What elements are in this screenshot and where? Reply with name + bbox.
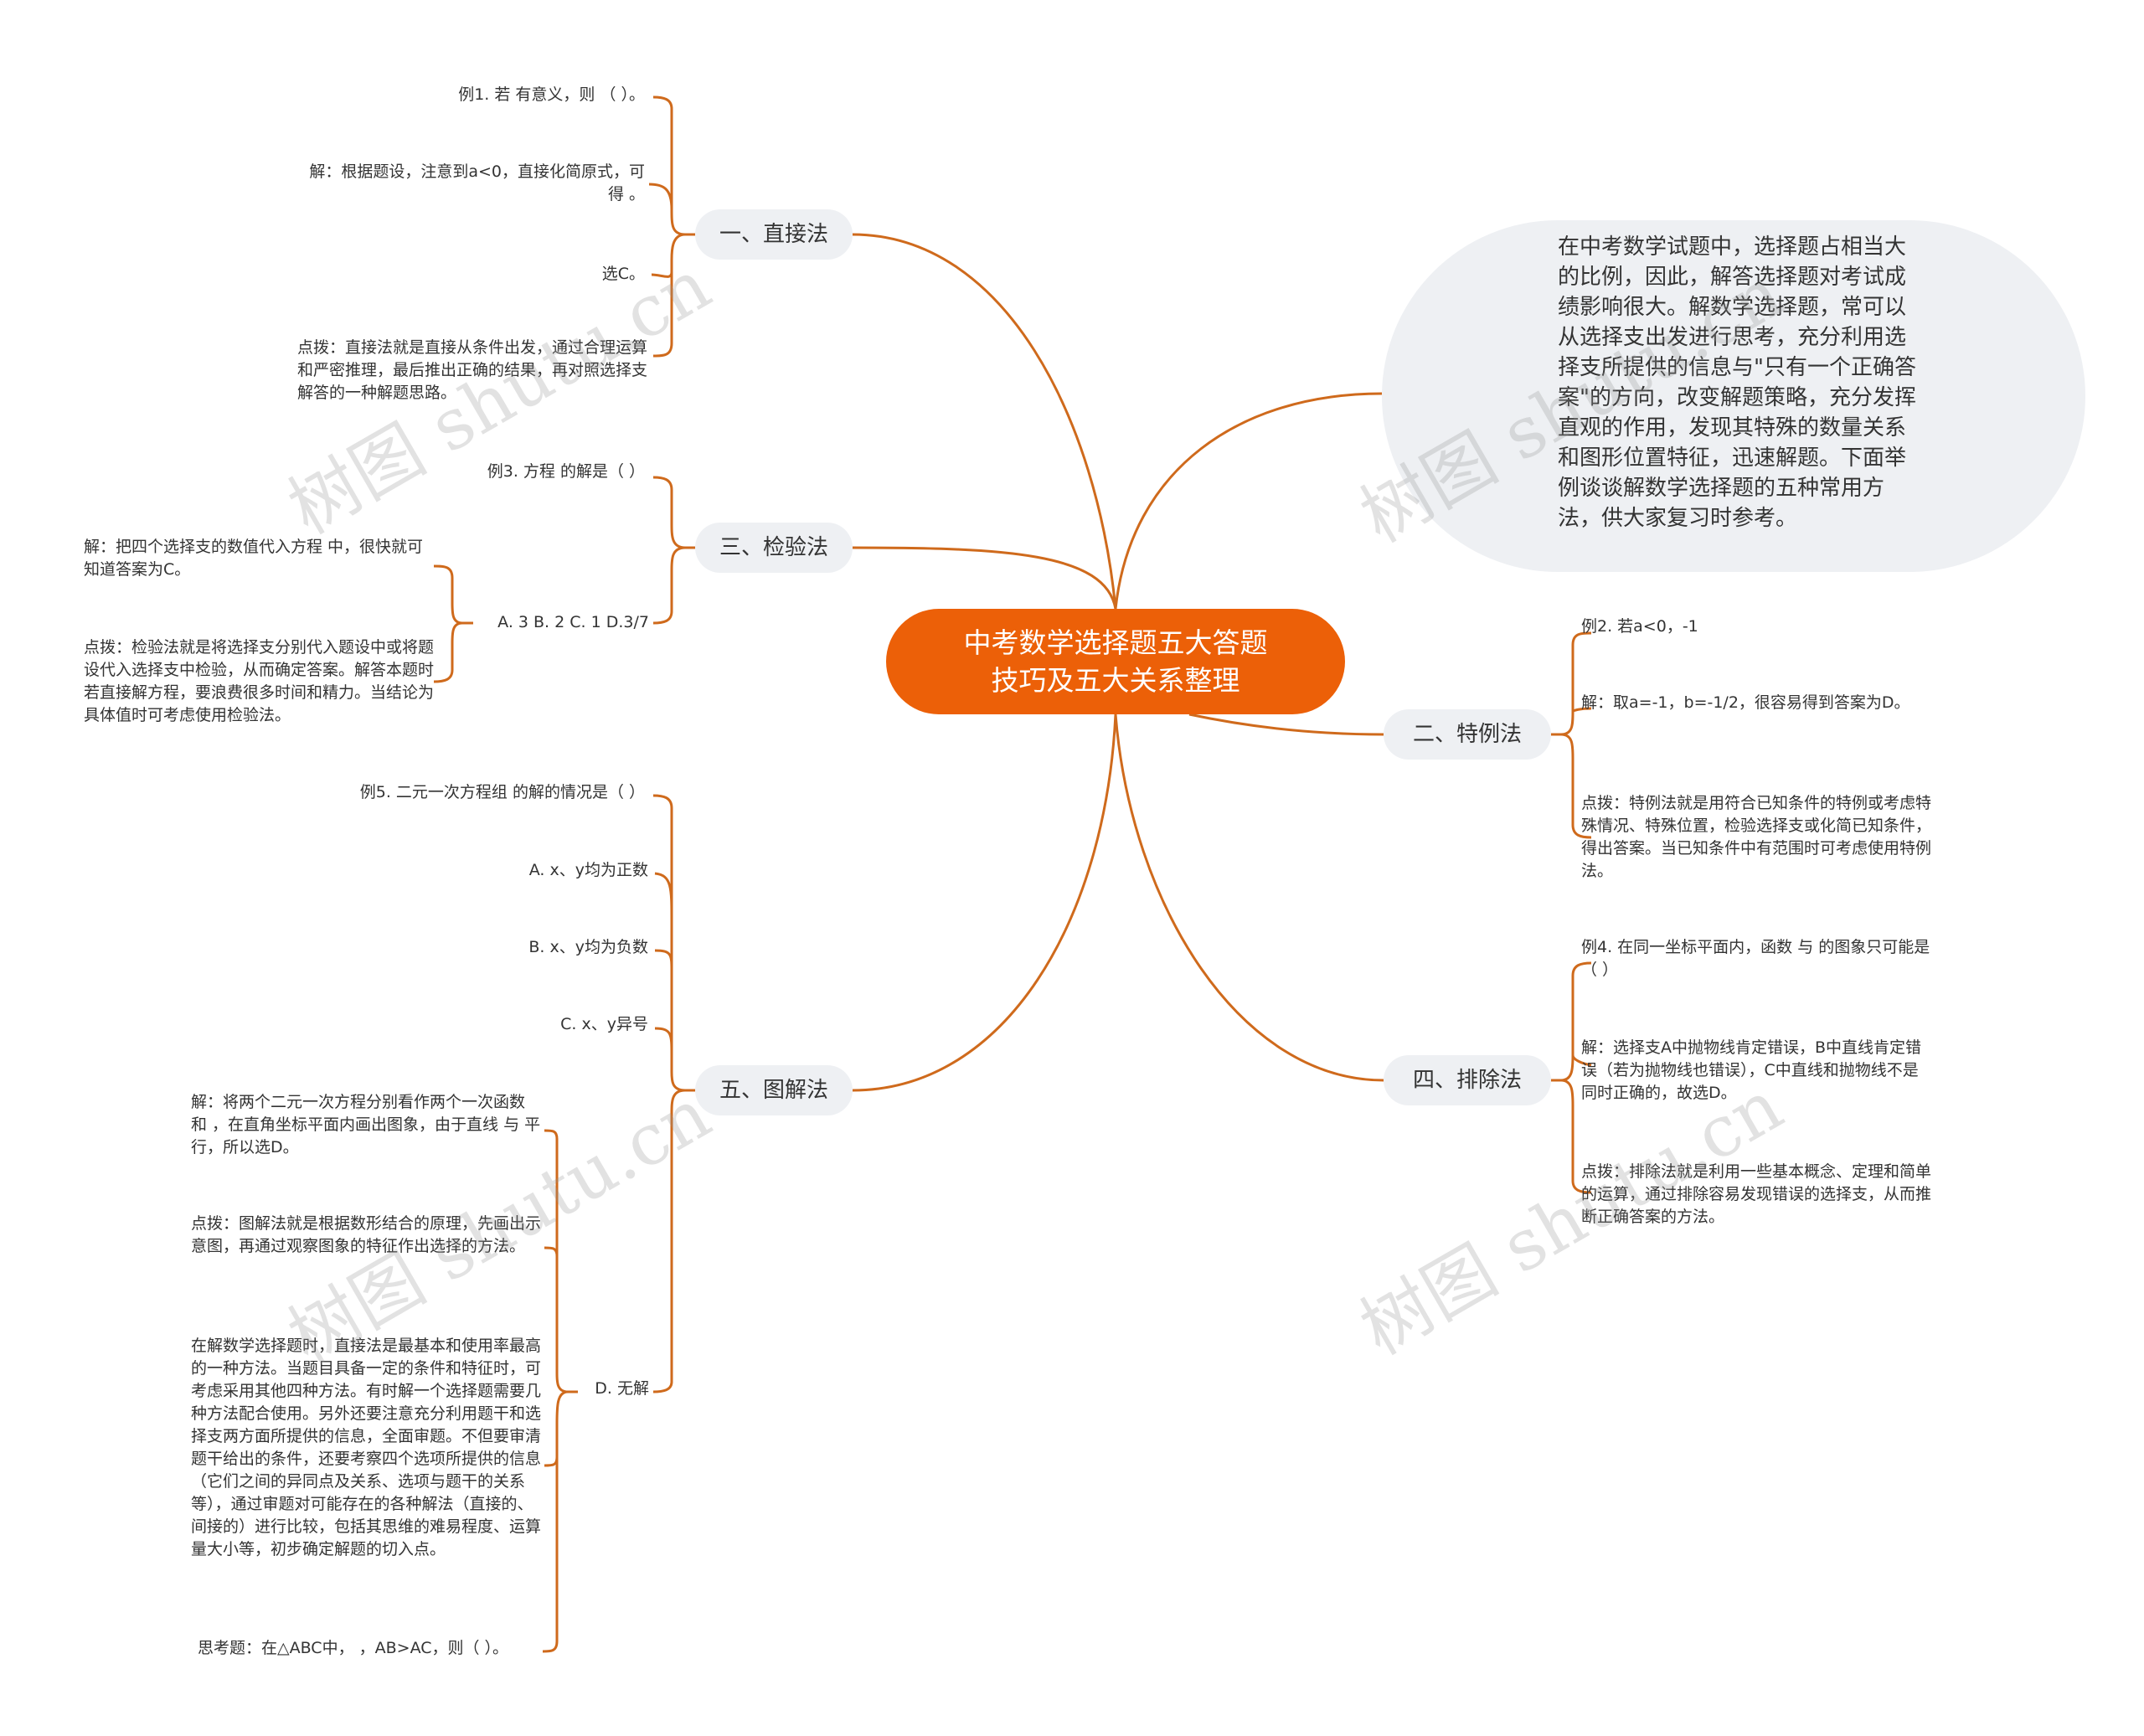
- leaf-option-b[interactable]: B. x、y均为负数: [528, 938, 648, 956]
- intro-node[interactable]: 在中考数学试题中，选择题占相当大的比例，因此，解答选择题对考试成绩影响很大。解数…: [1382, 220, 2085, 572]
- intro-text: 在中考数学试题中，选择题占相当大的比例，因此，解答选择题对考试成绩影响很大。解数…: [1558, 234, 1916, 531]
- leaf-solution-1[interactable]: 解：根据题设，注意到a<0，直接化简原式，可得 。: [309, 162, 645, 203]
- leaf-solution-5[interactable]: 解：将两个二元一次方程分别看作两个一次函数 和 ，在直角坐标平面内画出图象，由于…: [191, 1093, 541, 1156]
- leaf-tip-5[interactable]: 点拨：图解法就是根据数形结合的原理，先画出示意图，再通过观察图象的特征作出选择的…: [191, 1214, 542, 1255]
- leaf-example-4[interactable]: 例4. 在同一坐标平面内，函数 与 的图象只可能是（ ）: [1581, 938, 1930, 979]
- root-topic[interactable]: 中考数学选择题五大答题 技巧及五大关系整理: [886, 609, 1345, 714]
- root-title-line1: 中考数学选择题五大答题: [963, 626, 1268, 659]
- leaf-tip-4[interactable]: 点拨：排除法就是利用一些基本概念、定理和简单的运算，通过排除容易发现错误的选择支…: [1581, 1162, 1932, 1226]
- leaf-example-5[interactable]: 例5. 二元一次方程组 的解的情况是（ ）: [359, 783, 645, 801]
- leaf-options-3[interactable]: A. 3 B. 2 C. 1 D.3/7: [497, 613, 649, 631]
- leaf-summary[interactable]: 在解数学选择题时，直接法是最基本和使用率最高的一种方法。当题目具备一定的条件和特…: [191, 1337, 542, 1558]
- leaf-solution-4[interactable]: 解：选择支A中抛物线肯定错误，B中直线肯定错误（若为抛物线也错误），C中直线和抛…: [1581, 1038, 1922, 1102]
- leaf-example-3[interactable]: 例3. 方程 的解是（ ）: [487, 462, 645, 481]
- leaf-option-a[interactable]: A. x、y均为正数: [528, 861, 648, 879]
- branch-verification-method[interactable]: 三、检验法: [695, 523, 853, 573]
- root-title-line2: 技巧及五大关系整理: [991, 664, 1240, 697]
- leaf-example-2[interactable]: 例2. 若a<0，-1: [1581, 617, 1698, 636]
- leaf-option-c[interactable]: C. x、y异号: [560, 1015, 648, 1033]
- leaf-answer-1[interactable]: 选C。: [601, 265, 645, 283]
- leaf-tip-2[interactable]: 点拨：特例法就是用符合已知条件的特例或考虑特殊情况、特殊位置，检验选择支或化简已…: [1581, 794, 1932, 880]
- leaf-solution-3[interactable]: 解：把四个选择支的数值代入方程 中，很快就可知道答案为C。: [84, 538, 424, 579]
- leaf-solution-2[interactable]: 解：取a=-1，b=-1/2，很容易得到答案为D。: [1581, 693, 1910, 712]
- leaf-thinking-question[interactable]: 思考题：在△ABC中， ，AB>AC，则（ ）。: [198, 1639, 509, 1657]
- branch-special-case-method[interactable]: 二、特例法: [1384, 709, 1551, 760]
- branch-direct-method[interactable]: 一、直接法: [695, 209, 853, 260]
- leaf-tip-1[interactable]: 点拨：直接法就是直接从条件出发，通过合理运算和严密推理，最后推出正确的结果，再对…: [297, 338, 648, 402]
- leaf-tip-3[interactable]: 点拨：检验法就是将选择支分别代入题设中或将题设代入选择支中检验，从而确定答案。解…: [84, 638, 435, 724]
- leaf-example-1[interactable]: 例1. 若 有意义，则 （ ）。: [458, 85, 645, 104]
- branch-graphic-method[interactable]: 五、图解法: [695, 1065, 853, 1115]
- branch-elimination-method[interactable]: 四、排除法: [1384, 1055, 1551, 1105]
- leaf-option-d[interactable]: D. 无解: [595, 1379, 649, 1398]
